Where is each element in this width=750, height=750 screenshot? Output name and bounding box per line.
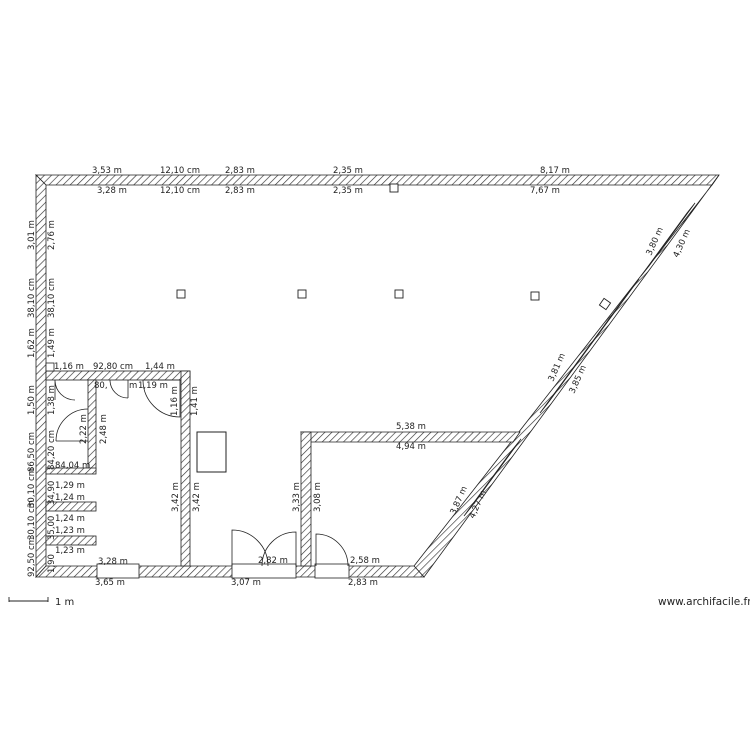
column-diagonal	[598, 297, 612, 311]
dim-shelf-4: 1,23 m	[55, 526, 85, 536]
door-double-right	[261, 531, 297, 567]
dim-left-13: 30,10 cm	[27, 500, 37, 540]
door-swings	[54, 379, 349, 567]
column-top-wall	[389, 183, 399, 193]
dim-left-14: 35,00	[47, 516, 57, 540]
column-1	[176, 289, 186, 299]
column-4	[530, 291, 540, 301]
wall-wc-top	[45, 370, 191, 381]
dim-part-2: 3,42 m	[192, 482, 202, 512]
dim-left-9: 86,50 cm	[27, 432, 37, 472]
dim-top-inner-5: 7,67 m	[530, 186, 560, 196]
diagonal-windows	[463, 202, 696, 517]
wall-wc-partition	[87, 379, 97, 471]
dim-shelf-3: 1,24 m	[55, 514, 85, 524]
credit-link[interactable]: www.archifacile.fr	[658, 596, 750, 608]
dim-room-1: 5,38 m	[396, 422, 426, 432]
dim-left-8: 1,38 m	[47, 385, 57, 415]
dim-bottom-6: 2,83 m	[348, 578, 378, 588]
dim-left-5: 1,62 m	[27, 328, 37, 358]
dim-wc-9: 2,22 m	[79, 414, 89, 444]
dim-wc-6: 1,19 m	[138, 381, 168, 391]
dim-bottom-4: 3,07 m	[231, 578, 261, 588]
door-gap-3	[314, 563, 350, 579]
dim-top-outer-2: 12,10 cm	[160, 166, 200, 176]
dim-wc-7: 1,16 m	[170, 386, 180, 416]
dim-wc-1: 1,16 m	[54, 362, 84, 372]
wall-wc-right	[180, 370, 191, 567]
dim-wc-3: 1,44 m	[145, 362, 175, 372]
door-gap-1	[96, 563, 140, 579]
wall-wc-bottom	[45, 467, 97, 475]
dim-left-7: 1,50 m	[27, 385, 37, 415]
dim-part-1: 3,42 m	[171, 482, 181, 512]
dim-left-16: 1,90	[47, 554, 57, 573]
fixture-table	[196, 431, 227, 473]
columns	[176, 183, 612, 311]
dim-top-inner-3: 2,83 m	[225, 186, 255, 196]
shelf-1	[45, 501, 97, 512]
scale-label: 1 m	[55, 597, 74, 608]
dim-top-inner-2: 12,10 cm	[160, 186, 200, 196]
dim-bottom-2: 3,65 m	[95, 578, 125, 588]
dim-wc-8: 1,41 m	[190, 386, 200, 416]
dim-top-inner-1: 3,28 m	[97, 186, 127, 196]
wall-bottom	[35, 565, 425, 578]
dim-bottom-5: 2,58 m	[350, 556, 380, 566]
dim-top-outer-3: 2,83 m	[225, 166, 255, 176]
dim-room-2: 4,94 m	[396, 442, 426, 452]
wall-marker-small	[45, 362, 55, 372]
dim-shelf-2: 1,24 m	[55, 493, 85, 503]
dim-left-1: 3,01 m	[27, 220, 37, 250]
dim-shelf-5: 1,23 m	[55, 546, 85, 556]
wall-left	[35, 174, 47, 579]
dim-top-inner-4: 2,35 m	[333, 186, 363, 196]
wall-room-top	[300, 431, 521, 443]
door-wc-2	[109, 379, 129, 399]
dim-top-outer-5: 8,17 m	[540, 166, 570, 176]
dim-wc-10: 2,48 m	[99, 414, 109, 444]
door-room	[315, 533, 349, 567]
shelf-2	[45, 535, 97, 546]
dim-bottom-1: 3,28 m	[98, 557, 128, 567]
dim-top-outer-4: 2,35 m	[333, 166, 363, 176]
dim-part-4: 3,08 m	[313, 482, 323, 512]
dim-left-12: 34,90	[47, 481, 57, 505]
door-wc-4	[55, 408, 89, 442]
wall-diagonal	[413, 174, 720, 578]
dim-part-3: 3,33 m	[292, 482, 302, 512]
dim-diag-1: 3,80 m	[645, 226, 666, 257]
door-double-left	[231, 529, 269, 567]
door-wc-3	[142, 379, 181, 418]
dim-wc-5: m	[129, 381, 137, 391]
scale-bar: 1 m	[8, 597, 74, 608]
dim-left-6: 1,49 m	[47, 328, 57, 358]
wall-top	[35, 174, 720, 186]
dim-left-2: 2,76 m	[47, 220, 57, 250]
door-gap-2	[231, 563, 297, 579]
dim-shelf-1: 1,29 m	[55, 481, 85, 491]
dim-left-15: 92,50 cm	[27, 537, 37, 577]
column-3	[394, 289, 404, 299]
door-wc-1	[54, 379, 76, 401]
dim-top-outer-1: 3,53 m	[92, 166, 122, 176]
dim-bottom-3: 2,82 m	[258, 556, 288, 566]
dim-left-11: 30,10 cm	[27, 468, 37, 508]
interior-walls	[45, 370, 521, 567]
column-2	[297, 289, 307, 299]
dim-wc-2: 92,80 cm	[93, 362, 133, 372]
dim-wc-11: 84,04 m	[55, 461, 90, 471]
dim-left-4: 38,10 cm	[47, 278, 57, 318]
dim-left-3: 38,10 cm	[27, 278, 37, 318]
wall-room-left	[300, 431, 312, 567]
dim-left-10: 84,20 cm	[47, 430, 57, 470]
dim-wc-4: 80,	[94, 381, 108, 391]
